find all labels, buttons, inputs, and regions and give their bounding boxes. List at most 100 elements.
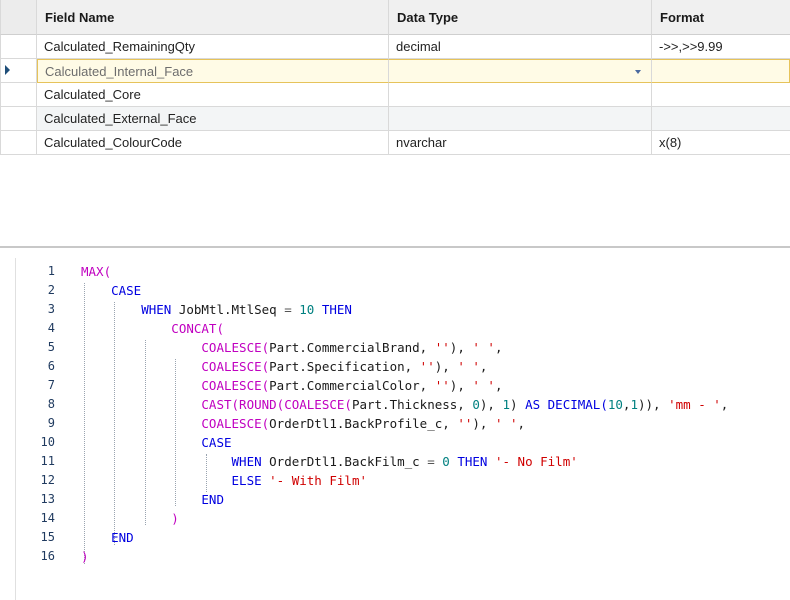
- code-line[interactable]: CASE: [81, 281, 728, 300]
- format-cell[interactable]: x(8): [652, 131, 790, 155]
- code-line[interactable]: END: [81, 528, 728, 547]
- code-token: ),: [434, 359, 458, 374]
- data-type-cell[interactable]: [389, 107, 652, 131]
- code-line[interactable]: COALESCE(OrderDtl1.BackProfile_c, ''), '…: [81, 414, 728, 433]
- field-name-cell[interactable]: Calculated_RemainingQty: [37, 35, 389, 59]
- code-token: )),: [637, 397, 669, 412]
- code-token: '': [434, 340, 450, 355]
- code-token: '- With Film': [269, 473, 367, 488]
- code-token: '': [434, 378, 450, 393]
- column-header-data-type[interactable]: Data Type: [389, 0, 652, 35]
- code-line[interactable]: CONCAT(: [81, 319, 728, 338]
- code-token: COALESCE(: [81, 340, 270, 355]
- code-line[interactable]: COALESCE(Part.Specification, ''), ' ',: [81, 357, 728, 376]
- code-token: ' ': [472, 340, 495, 355]
- format-cell[interactable]: [652, 107, 790, 131]
- table-row[interactable]: Calculated_External_Face: [0, 107, 790, 131]
- data-type-cell[interactable]: nvarchar: [389, 131, 652, 155]
- field-name-cell[interactable]: Calculated_Internal_Face: [37, 59, 389, 83]
- line-number: 13: [40, 492, 55, 506]
- code-token: ),: [472, 416, 495, 431]
- code-token: 1: [502, 397, 510, 412]
- field-grid: Field Name Data Type Format Calculated_R…: [0, 0, 790, 248]
- column-header-format[interactable]: Format: [652, 0, 790, 35]
- code-token: '- No Film': [494, 454, 578, 469]
- code-token: =: [284, 302, 300, 317]
- field-name-cell[interactable]: Calculated_External_Face: [37, 107, 389, 131]
- data-type-dropdown[interactable]: [389, 59, 652, 83]
- line-number: 8: [47, 397, 55, 411]
- row-selector[interactable]: [0, 83, 37, 107]
- code-line[interactable]: COALESCE(Part.CommercialColor, ''), ' ',: [81, 376, 728, 395]
- code-token: WHEN: [81, 302, 179, 317]
- code-token: ): [510, 397, 526, 412]
- code-token: Part.Thickness,: [351, 397, 473, 412]
- code-area[interactable]: MAX( CASE WHEN JobMtl.MtlSeq = 10 THEN C…: [81, 262, 728, 566]
- code-line[interactable]: ELSE '- With Film': [81, 471, 728, 490]
- line-number: 4: [47, 321, 55, 335]
- indent-guide: [84, 283, 85, 564]
- code-token: ): [81, 511, 179, 526]
- format-cell[interactable]: ->>,>>9.99: [652, 35, 790, 59]
- row-selector[interactable]: [0, 35, 37, 59]
- data-type-cell[interactable]: [389, 83, 652, 107]
- line-number: 15: [40, 530, 55, 544]
- code-token: 1: [630, 397, 638, 412]
- table-row[interactable]: Calculated_ColourCode nvarchar x(8): [0, 131, 790, 155]
- field-name-cell[interactable]: Calculated_Core: [37, 83, 389, 107]
- format-cell[interactable]: [652, 83, 790, 107]
- code-line[interactable]: MAX(: [81, 262, 728, 281]
- line-number: 9: [47, 416, 55, 430]
- code-token: ,: [622, 397, 631, 412]
- row-selector[interactable]: [0, 59, 37, 83]
- line-number: 7: [47, 378, 55, 392]
- chevron-down-icon[interactable]: [635, 70, 641, 74]
- row-selector[interactable]: [0, 107, 37, 131]
- current-row-indicator-icon: [5, 65, 10, 75]
- code-token: COALESCE(: [81, 359, 270, 374]
- code-line[interactable]: END: [81, 490, 728, 509]
- row-selector-header[interactable]: [0, 0, 37, 35]
- format-cell[interactable]: [652, 59, 790, 83]
- table-row[interactable]: Calculated_Core: [0, 83, 790, 107]
- code-token: ELSE: [81, 473, 270, 488]
- line-number: 5: [47, 340, 55, 354]
- code-token: END: [81, 530, 134, 545]
- code-token: 0: [442, 454, 458, 469]
- field-name-cell[interactable]: Calculated_ColourCode: [37, 131, 389, 155]
- code-token: 10: [607, 397, 623, 412]
- code-line[interactable]: CASE: [81, 433, 728, 452]
- code-line[interactable]: WHEN OrderDtl1.BackFilm_c = 0 THEN '- No…: [81, 452, 728, 471]
- code-token: OrderDtl1.BackProfile_c,: [269, 416, 458, 431]
- code-token: Part.CommercialBrand,: [269, 340, 435, 355]
- code-token: CASE: [81, 283, 142, 298]
- code-line[interactable]: WHEN JobMtl.MtlSeq = 10 THEN: [81, 300, 728, 319]
- line-number: 11: [40, 454, 55, 468]
- code-line[interactable]: COALESCE(Part.CommercialBrand, ''), ' ',: [81, 338, 728, 357]
- code-token: ,: [494, 340, 503, 355]
- code-token: ,: [479, 359, 488, 374]
- table-row-selected[interactable]: Calculated_Internal_Face: [0, 59, 790, 83]
- code-token: Part.Specification,: [269, 359, 420, 374]
- indent-guide: [206, 454, 207, 492]
- line-number: 12: [40, 473, 55, 487]
- code-token: ),: [449, 378, 473, 393]
- row-selector[interactable]: [0, 131, 37, 155]
- code-token: COALESCE(: [81, 416, 270, 431]
- code-token: ,: [517, 416, 526, 431]
- code-token: ,: [494, 378, 503, 393]
- code-token: ,: [720, 397, 729, 412]
- code-token: CASE: [81, 435, 232, 450]
- code-token: CONCAT(: [81, 321, 224, 336]
- code-token: ' ': [494, 416, 518, 431]
- line-number: 1: [47, 264, 55, 278]
- code-line[interactable]: ): [81, 547, 728, 566]
- code-line[interactable]: CAST(ROUND(COALESCE(Part.Thickness, 0), …: [81, 395, 728, 414]
- line-number: 6: [47, 359, 55, 373]
- code-line[interactable]: ): [81, 509, 728, 528]
- data-type-cell[interactable]: decimal: [389, 35, 652, 59]
- table-row[interactable]: Calculated_RemainingQty decimal ->>,>>9.…: [0, 35, 790, 59]
- column-header-field-name[interactable]: Field Name: [37, 0, 389, 35]
